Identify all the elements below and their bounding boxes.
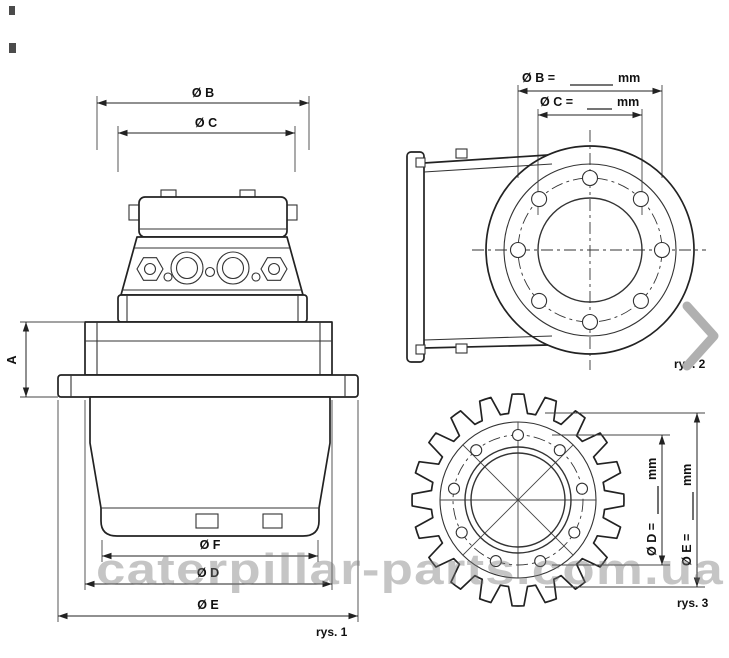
flange-bolt-hole (531, 191, 548, 208)
sprocket-bolt-hole (489, 555, 502, 568)
sprocket-bolt-hole (568, 526, 581, 539)
center-line (462, 444, 574, 556)
plate-tab (415, 344, 426, 355)
sprocket-center-lines (440, 422, 596, 578)
front-view-figure: Ø B Ø C (5, 86, 359, 639)
dim-c-eq-label: Ø C = (540, 95, 573, 109)
drive-drum-body (89, 396, 331, 537)
cover-side-tab (286, 204, 298, 221)
dim-d-unit: mm (645, 458, 659, 480)
scan-artifact (9, 43, 16, 53)
housing-inner-wall (423, 335, 553, 341)
dim-b-eq-label: Ø B = (522, 71, 555, 85)
flange-bolt-hole (653, 241, 671, 259)
dim-c-unit: mm (617, 95, 639, 109)
side-view-figure: Ø B = mm Ø C = mm rys. 2 (406, 71, 719, 371)
sprocket-flange (57, 374, 359, 398)
sprocket-bolt-hole (447, 482, 461, 495)
plate-tab (415, 157, 426, 168)
flange-bolt-hole (509, 241, 527, 259)
dim-f-label: Ø F (200, 538, 221, 552)
mounting-flange (84, 321, 333, 376)
flange-ring (503, 163, 677, 337)
sprocket-bolt-hole (455, 526, 468, 539)
housing-top-edge (423, 154, 549, 164)
gearbox-top-cover (138, 196, 288, 238)
weld-tab (455, 148, 468, 159)
dim-d-label: Ø D (197, 566, 219, 580)
hex-plug (136, 257, 164, 281)
small-port (204, 266, 216, 278)
dim-e-unit: mm (680, 464, 694, 486)
mounting-plate (406, 151, 425, 363)
bottom-plug (262, 513, 283, 529)
sprocket-bolt-hole (575, 482, 589, 495)
dim-e-label: Ø E (197, 598, 219, 612)
flange-bolt-holes (509, 169, 671, 331)
upper-housing-band (117, 294, 308, 323)
figure3-caption: rys. 3 (677, 596, 709, 610)
housing-bottom-edge (423, 344, 549, 349)
flange-bolt-hole (632, 191, 649, 208)
center-bore (537, 197, 643, 303)
sprocket-bolt-hole (553, 444, 566, 457)
dim-e-eq-label: Ø E = (680, 534, 694, 566)
hub-ring (464, 446, 572, 554)
sprocket-bolt-holes (447, 428, 589, 568)
small-port (163, 272, 173, 282)
weld-tab (455, 343, 468, 354)
flange-bolt-hole (531, 292, 548, 309)
hydraulic-port (170, 251, 204, 285)
small-port (251, 272, 261, 282)
hex-plugs (136, 257, 288, 281)
dim-a-label: A (5, 355, 19, 364)
chevron-right-icon[interactable] (682, 301, 719, 371)
sprocket-bolt-hole (470, 444, 483, 457)
dim-b-unit: mm (618, 71, 640, 85)
hex-plug-center (267, 262, 281, 276)
cover-side-tab (128, 204, 140, 221)
figure1-caption: rys. 1 (316, 625, 348, 639)
sprocket-bolt-hole (511, 428, 525, 442)
hub-bore (470, 452, 566, 548)
sprocket-bolt-hole (534, 555, 547, 568)
dim-b-label: Ø B (192, 86, 214, 100)
watermark-text: caterpillar-parts.com.ua (96, 545, 724, 594)
flange-bolt-hole (632, 292, 649, 309)
hex-plug (260, 257, 288, 281)
hex-plug-center (143, 262, 157, 276)
scan-artifact (9, 6, 15, 15)
flange-bolt-hole (581, 313, 599, 331)
hydraulic-port-bore (175, 256, 199, 280)
bottom-plug (195, 513, 219, 529)
housing-inner-wall (423, 163, 553, 173)
flange-bolt-hole (581, 169, 599, 187)
dim-d-eq-label: Ø D = (645, 523, 659, 556)
hydraulic-port-bore (221, 256, 245, 280)
sprocket-figure: Ø D = mm Ø E = mm rys. 3 (411, 393, 709, 610)
hydraulic-port (216, 251, 250, 285)
dim-c-label: Ø C (195, 116, 217, 130)
